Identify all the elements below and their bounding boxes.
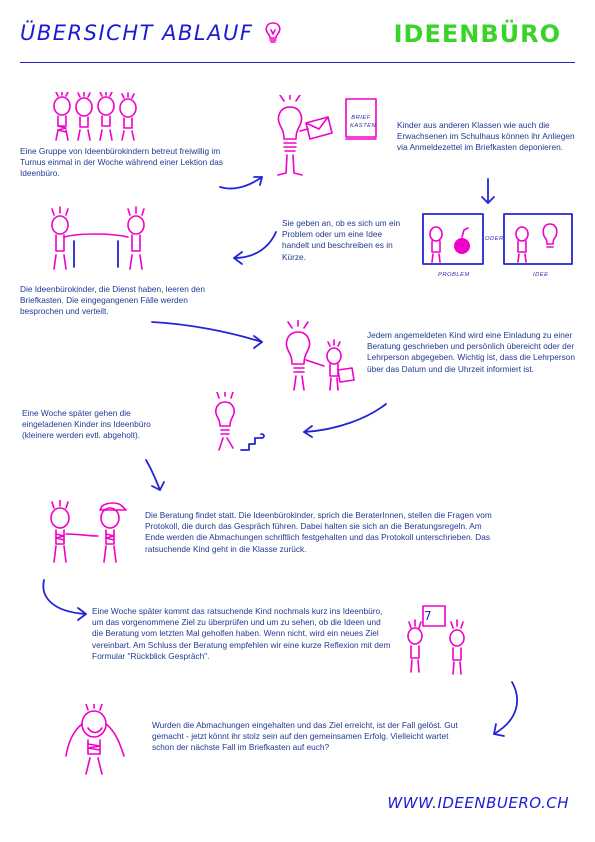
invitation-illustration [285,320,355,391]
problem-label: PROBLEM [438,272,470,278]
mailbox-illustration [277,95,377,176]
step-7-text: Die Beratung findet statt. Die Ideenbüro… [145,510,492,554]
calendar-day-label: 7 [424,609,432,623]
happy-kid-illustration [65,704,125,775]
page-title: ÜBERSICHT ABLAUF [20,20,284,45]
arrow-5-icon [303,403,387,438]
kids-table-illustration [51,206,145,270]
arrow-7-icon [42,579,87,621]
website-link[interactable]: WWW.IDEENBUERO.CH [387,794,569,812]
step-6-text: Eine Woche später gehen die eingeladenen… [22,408,151,441]
arrow-6-icon [145,459,165,491]
calendar-kids-illustration [407,605,465,675]
arrow-3-icon [233,231,277,265]
step-9-text: Wurden die Abmachungen eingehalten und d… [152,720,458,753]
arrow-4-icon [151,321,263,349]
step-2-text: Kinder aus anderen Klassen wie auch die … [397,120,575,153]
lightbulb-icon [265,22,281,43]
consultation-illustration [50,500,127,563]
step-1-text: Eine Gruppe von Ideenbürokindern betreut… [20,146,223,179]
arrow-2-icon [481,178,495,204]
oder-label: ODER [485,236,504,242]
idee-label: IDEE [533,272,549,278]
step-4-text: Die Ideenbürokinder, die Dienst haben, l… [20,284,205,317]
arrow-8-icon [493,681,519,737]
step-3-text: Sie geben an, ob es sich um ein Problem … [282,218,401,262]
arrow-1-icon [219,176,263,190]
walking-kid-illustration [215,392,265,451]
problem-idea-illustration [422,213,573,265]
step-5-text: Jedem angemeldeten Kind wird eine Einlad… [367,330,576,374]
step-8-text: Eine Woche später kommt das ratsuchende … [92,606,391,661]
mailbox-label: BRIEF KASTEN [350,115,377,129]
kids-group-illustration [53,92,137,141]
header-divider [20,62,575,63]
brand-logo: IDEENBÜRO [393,20,561,48]
